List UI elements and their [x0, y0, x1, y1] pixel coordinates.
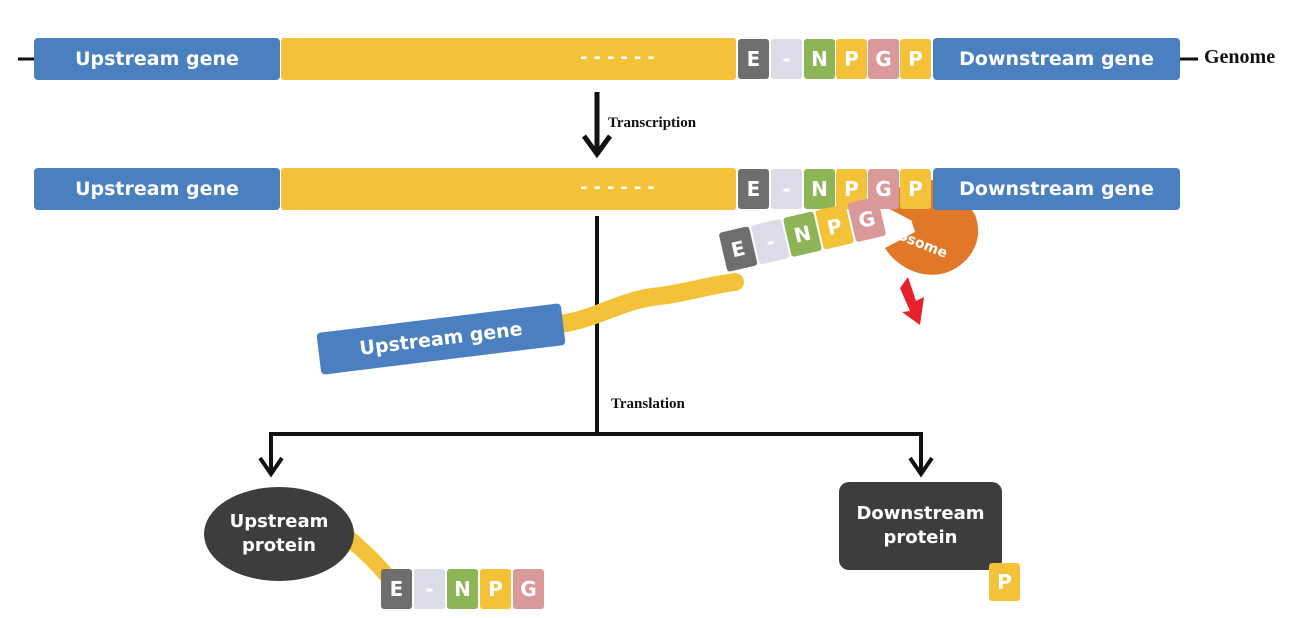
genome-tile-g: G — [868, 39, 899, 79]
transcription-label: Transcription — [608, 115, 697, 131]
translation-branch — [269, 432, 923, 474]
genome-upstream-label: Upstream gene — [75, 48, 239, 70]
mrna-tile-n: N — [804, 169, 835, 209]
genome-yellow-segment — [281, 38, 736, 80]
genome-tile-e: E — [738, 39, 769, 79]
genome-downstream-label: Downstream gene — [959, 48, 1154, 70]
mrna-upstream-gene: Upstream gene — [34, 168, 280, 210]
mrna-downstream-gene: Downstream gene — [933, 168, 1180, 210]
protein-tile-dash: - — [414, 569, 445, 609]
protein-tile-g: G — [513, 569, 544, 609]
genome-dashes: ------ — [580, 47, 661, 68]
transcription-arrow — [581, 92, 613, 159]
mrna-tile-p2: P — [900, 169, 931, 209]
mrna-yellow-segment — [281, 168, 736, 210]
translation-label: Translation — [611, 396, 685, 412]
arrow-to-upstream-protein — [258, 456, 284, 478]
mrna-dashes: ------ — [580, 177, 661, 198]
upstream-protein-tiles: E - N P G — [381, 569, 544, 609]
arrow-to-downstream-protein — [908, 456, 934, 478]
nascent-tether — [551, 273, 744, 333]
protein-tile-n: N — [447, 569, 478, 609]
genome-tile-n: N — [804, 39, 835, 79]
mrna-tile-e: E — [738, 169, 769, 209]
genome-downstream-gene: Downstream gene — [933, 38, 1180, 80]
nascent-tile-g: G — [847, 196, 887, 243]
protein-tile-p: P — [480, 569, 511, 609]
genome-tile-p: P — [836, 39, 867, 79]
genome-upstream-gene: Upstream gene — [34, 38, 280, 80]
downstream-protein-line2: protein — [883, 527, 958, 548]
mrna-tile-dash: - — [771, 169, 802, 209]
upstream-protein-line1: Upstream — [229, 510, 329, 532]
mrna-tile-g: G — [868, 169, 899, 209]
genome-tile-dash: - — [771, 39, 802, 79]
mrna-upstream-label: Upstream gene — [75, 178, 239, 200]
downstream-protein-line1: Downstream — [856, 502, 985, 524]
downstream-protein: Downstream protein — [839, 482, 1002, 570]
genome-label: Genome — [1204, 46, 1276, 68]
upstream-protein: Upstream protein — [204, 487, 354, 581]
mrna-downstream-label: Downstream gene — [959, 178, 1154, 200]
genome-tile-p2: P — [900, 39, 931, 79]
cleavage-icon — [900, 277, 924, 325]
downstream-protein-tile-p: P — [989, 563, 1020, 601]
protein-tile-e: E — [381, 569, 412, 609]
upstream-protein-line2: protein — [242, 535, 316, 556]
